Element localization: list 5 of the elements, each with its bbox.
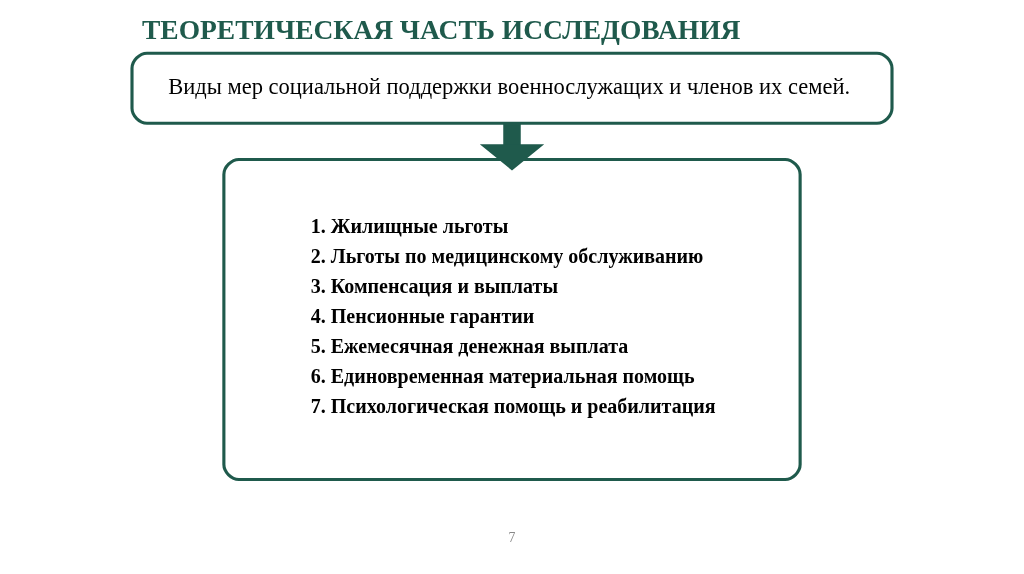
node-box: Виды мер социальной поддержки военнослужащих и членов их семей. [130,51,894,125]
label: 7 [508,529,516,545]
arrow [479,123,545,171]
diagram-title: ТЕОРЕТИЧЕСКАЯ ЧАСТЬ ИССЛЕДОВАНИЯ [142,14,741,45]
node-box: 1. Жилищные льготы 2. Льготы по медицинскому обслуживанию 3. Компенсация и выплаты 4. Пенсионные гарантии 5. Ежемесячная денежная выплата 6. Единовременная материальная помощь 7. Психологическая помощь и реабилитация [222,157,802,482]
